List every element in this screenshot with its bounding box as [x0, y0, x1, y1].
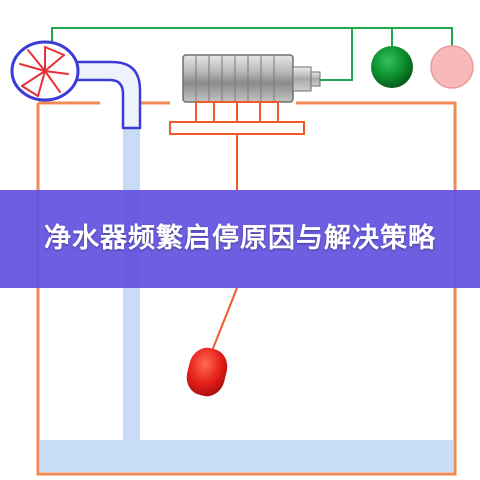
flange-mount — [169, 101, 305, 135]
title-banner: 净水器频繁启停原因与解决策略 — [0, 190, 480, 288]
fan-pump-icon — [10, 40, 80, 102]
tank-outline — [36, 101, 457, 476]
indicator-lamp-on — [371, 46, 413, 88]
water-level — [40, 440, 453, 472]
banner-title: 净水器频繁启停原因与解决策略 — [44, 223, 436, 254]
indicator-lamp-off — [430, 45, 474, 89]
float-switch-icon — [186, 347, 228, 397]
motor-icon — [182, 54, 321, 103]
float-rod-lower — [209, 287, 238, 357]
outlet-pipe — [73, 60, 142, 130]
